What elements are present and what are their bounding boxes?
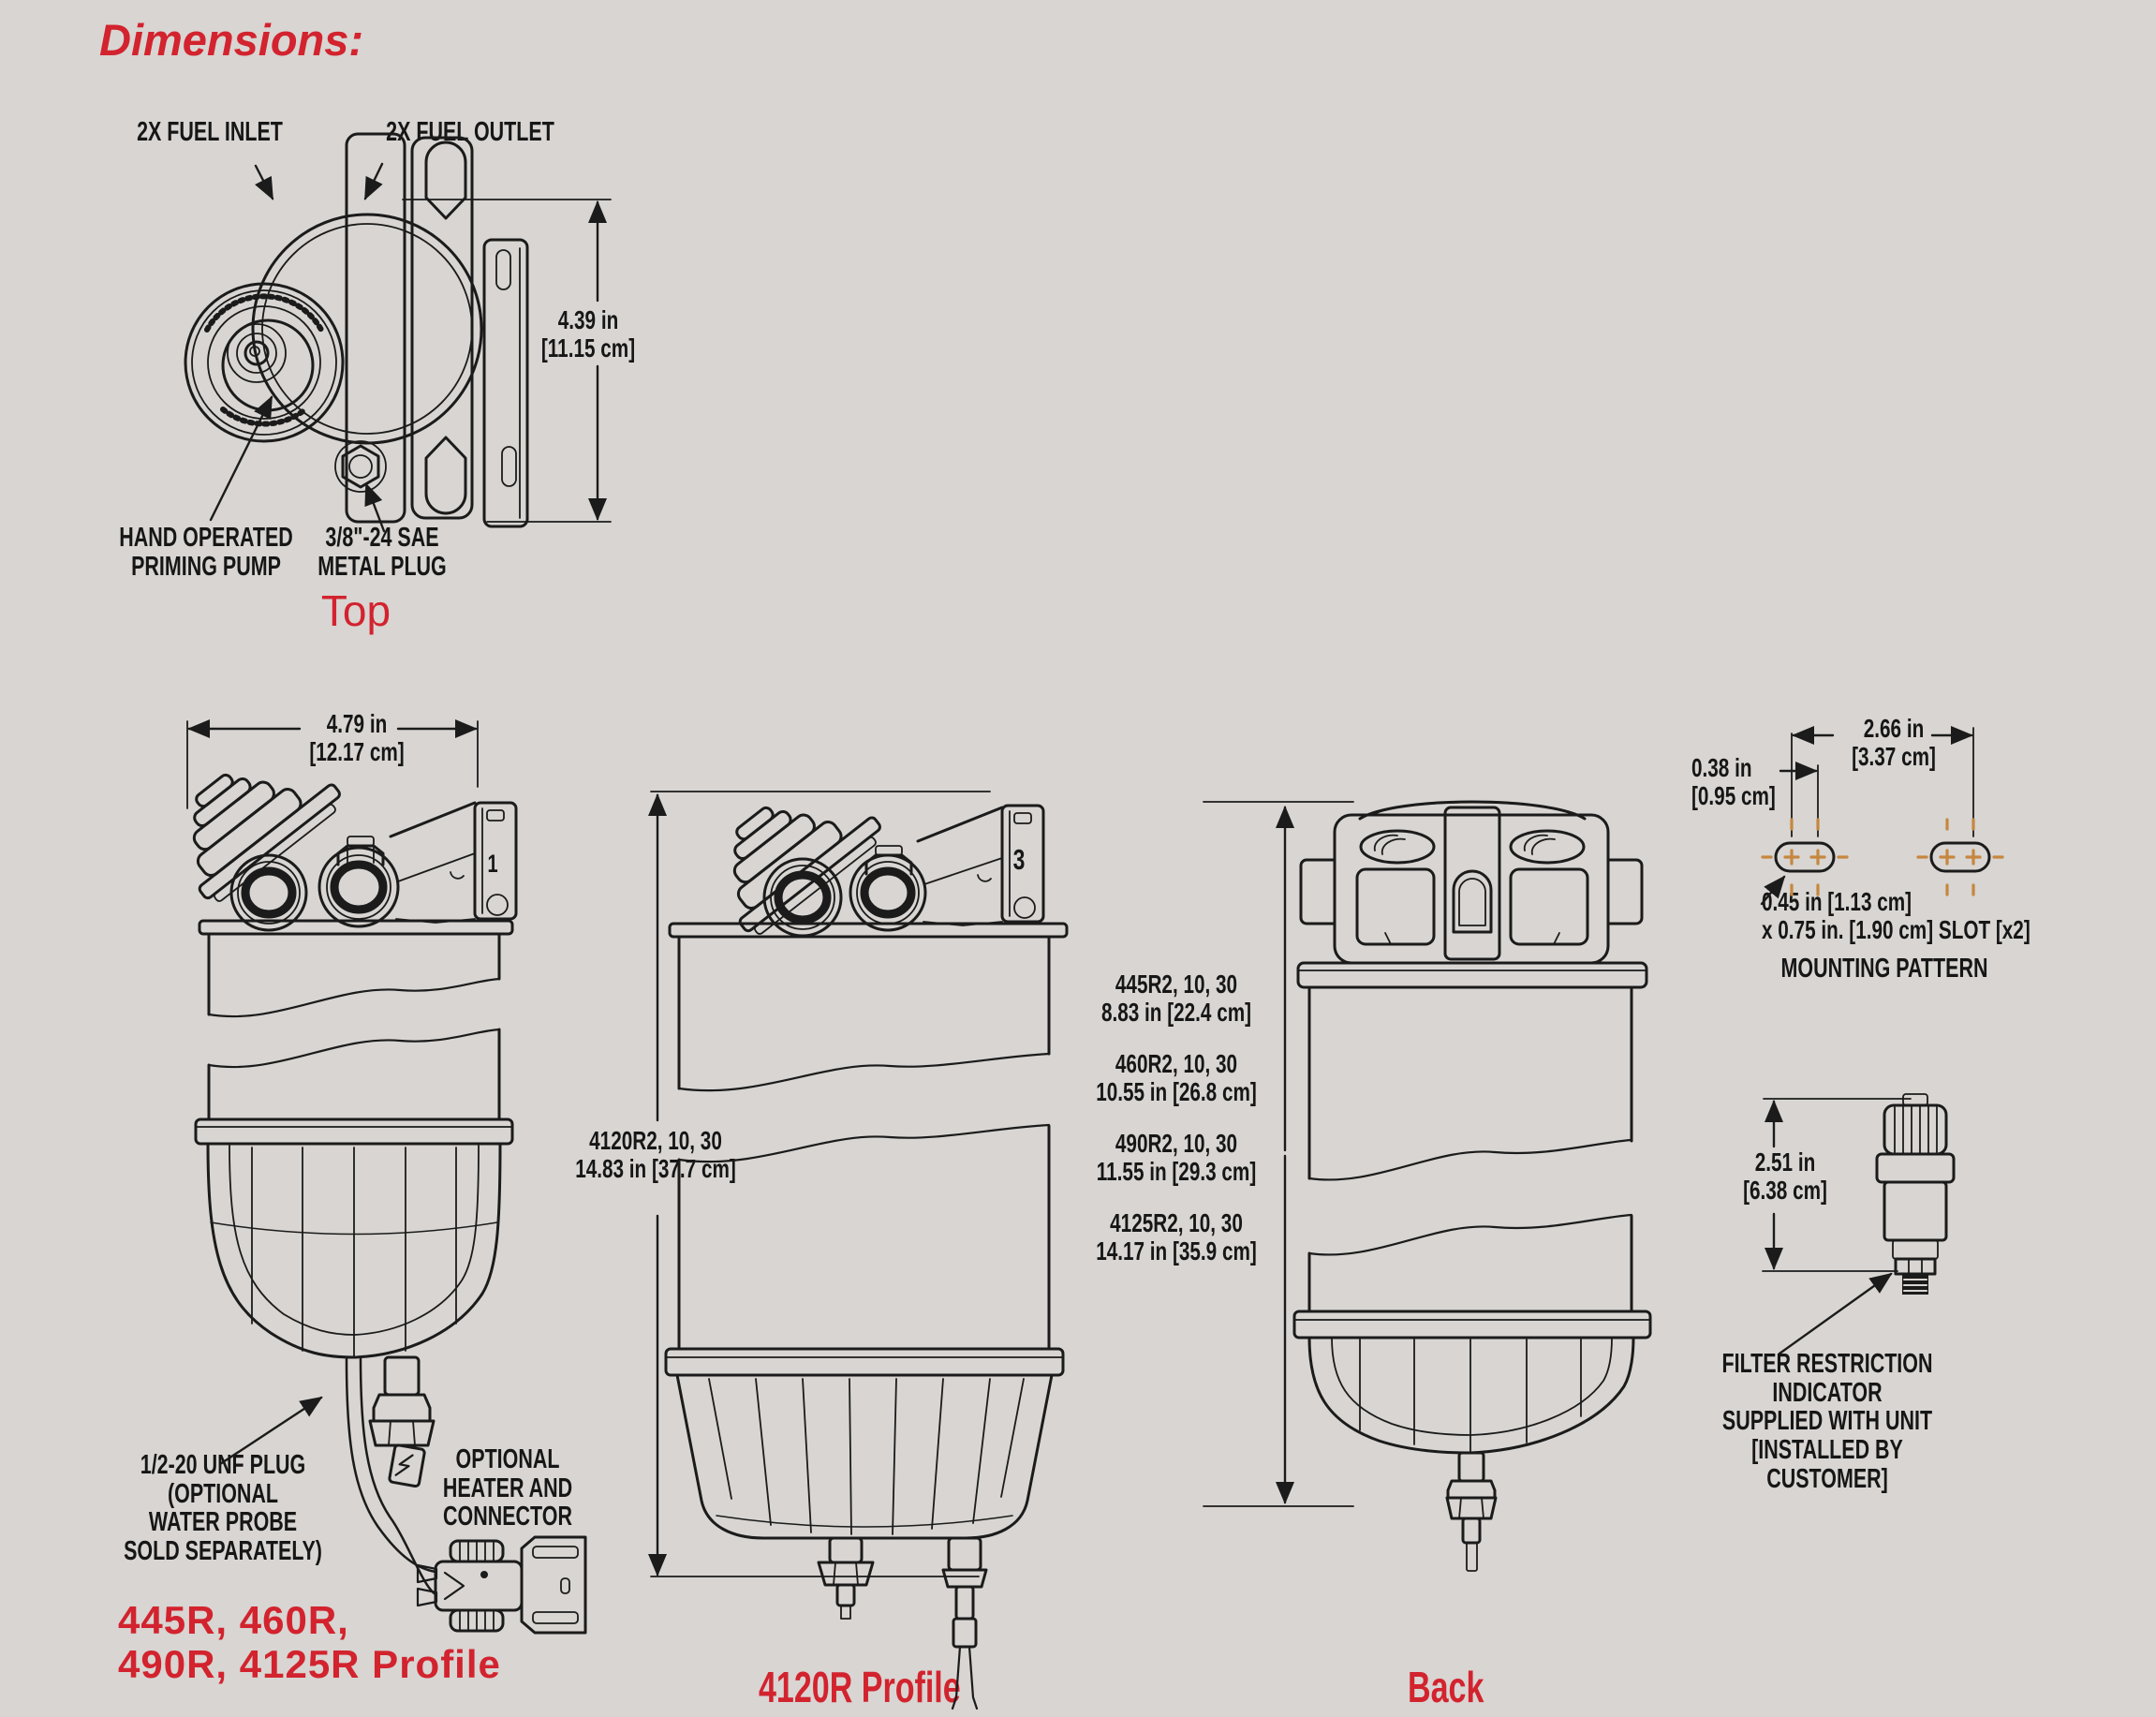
back-dim-460: 460R2, 10, 30 10.55 in [26.8 cm]: [1096, 1049, 1257, 1106]
profile-445-drawing: [186, 719, 587, 1635]
bracket-marker-1: 1: [487, 850, 498, 878]
bracket-marker-3: 3: [1012, 843, 1026, 876]
profile445-caption: 445R, 460R, 490R, 4125R Profile: [118, 1598, 501, 1687]
unf-plug-label: 1/2-20 UNF PLUG (OPTIONAL WATER PROBE SO…: [124, 1450, 322, 1567]
mount-offset-dim: 0.38 in [0.95 cm]: [1691, 753, 1776, 810]
fuel-inlet-label: 2X FUEL INLET: [137, 117, 283, 147]
profile4120-height-dim: 4120R2, 10, 30 14.83 in [37.7 cm]: [575, 1126, 736, 1183]
back-dim-490: 490R2, 10, 30 11.55 in [29.3 cm]: [1096, 1129, 1257, 1186]
back-view-caption: Back: [1408, 1663, 1484, 1711]
restriction-indicator-drawing: [1762, 1093, 1956, 1355]
mount-slot-note: 0.45 in [1.13 cm] x 0.75 in. [1.90 cm] S…: [1762, 887, 2030, 944]
page-title: Dimensions:: [99, 15, 364, 65]
top-height-dim: 4.39 in [11.15 cm]: [540, 305, 636, 363]
indicator-height-dim: 2.51 in [6.38 cm]: [1743, 1147, 1827, 1205]
priming-pump-label: HAND OPERATED PRIMING PUMP: [119, 523, 293, 582]
top-view-drawing: [184, 132, 612, 533]
profile445-width-dim: 4.79 in [12.17 cm]: [309, 709, 405, 766]
heater-label: OPTIONAL HEATER AND CONNECTOR: [442, 1444, 573, 1532]
mount-spacing-dim: 2.66 in [3.37 cm]: [1852, 714, 1936, 771]
indicator-caption: FILTER RESTRICTION INDICATOR SUPPLIED WI…: [1721, 1349, 1933, 1494]
profile-4120-drawing: [648, 791, 1069, 1710]
mounting-pattern-drawing: [1760, 726, 2004, 906]
top-view-caption: Top: [320, 586, 391, 635]
profile4120-caption: 4120R Profile: [759, 1663, 961, 1711]
metal-plug-label: 3/8"-24 SAE METAL PLUG: [317, 523, 447, 582]
back-view-drawing: [1203, 800, 1652, 1572]
back-dim-445: 445R2, 10, 30 8.83 in [22.4 cm]: [1100, 970, 1252, 1027]
mounting-pattern-caption: MOUNTING PATTERN: [1780, 954, 1988, 984]
back-dim-4125: 4125R2, 10, 30 14.17 in [35.9 cm]: [1096, 1208, 1257, 1266]
